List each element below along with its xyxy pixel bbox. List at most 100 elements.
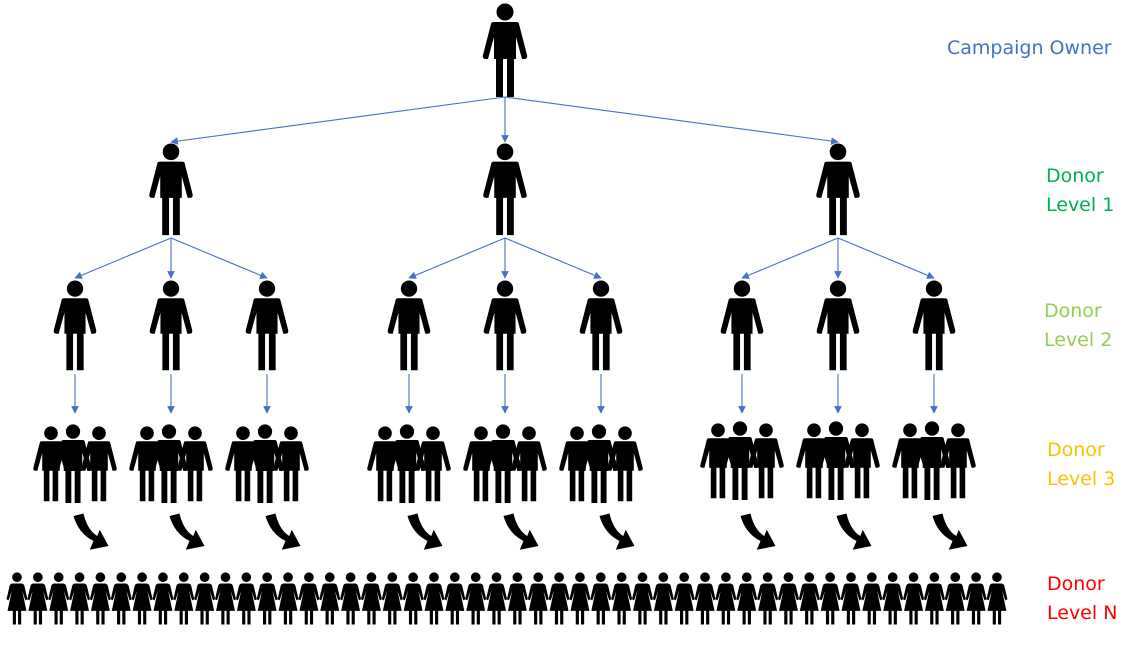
campaign-owner-label: Campaign Owner (947, 34, 1112, 63)
person-icon (720, 280, 764, 371)
crowd-icon (444, 572, 466, 625)
group-icon (748, 423, 784, 499)
crowd-icon (882, 572, 904, 625)
crowd-icon (298, 572, 320, 625)
crowd-icon (736, 572, 758, 625)
level-1-line-1: Donor (1046, 165, 1104, 187)
level-1-to-level-2-arrow (741, 237, 839, 279)
crowd-icon (423, 572, 445, 625)
curved-arrow-icon (503, 513, 539, 550)
donor-level-2-label: Donor Level 2 (1044, 297, 1112, 355)
crowd-icon (6, 572, 28, 625)
owner-to-level-1-arrow (504, 96, 839, 145)
level-3-line-1: Donor (1047, 439, 1105, 461)
person-icon (816, 143, 860, 236)
crowd-icon (173, 572, 195, 625)
crowd-icon (632, 572, 653, 625)
crowd-icon (194, 572, 216, 625)
person-icon (483, 143, 527, 236)
level-1-to-level-2-arrow (504, 237, 602, 279)
level-n-line-2: Level N (1047, 602, 1118, 624)
donor-level-3-label: Donor Level 3 (1047, 436, 1115, 494)
crowd-icon (673, 572, 695, 625)
level-n-line-1: Donor (1047, 573, 1105, 595)
crowd-icon (215, 572, 236, 625)
crowd-icon (360, 572, 382, 625)
person-icon (912, 280, 956, 371)
crowd-icon (486, 572, 508, 625)
crowd-icon (569, 572, 591, 625)
person-icon (245, 280, 289, 371)
person-icon (482, 3, 528, 97)
group-icon (81, 426, 117, 502)
group-icon (415, 426, 451, 502)
group-icon (511, 426, 547, 502)
level-3-line-2: Level 3 (1047, 468, 1116, 490)
group-icon (559, 426, 595, 502)
crowd-icon (590, 572, 612, 625)
level-2-line-2: Level 2 (1044, 329, 1113, 351)
curved-arrow-icon (599, 513, 635, 550)
level-1-to-level-2-arrow (74, 237, 172, 279)
crowd-icon (256, 572, 278, 625)
crowd-icon (381, 572, 403, 625)
crowd-icon (110, 572, 132, 625)
level-1-to-level-2-arrow (408, 237, 506, 279)
campaign-owner-text: Campaign Owner (947, 37, 1112, 59)
crowd-icon (152, 572, 174, 625)
crowd-icon (340, 572, 362, 625)
crowd-icon (277, 572, 299, 625)
crowd-icon (89, 572, 111, 625)
crowd-icon (965, 572, 987, 625)
group-icon (367, 426, 403, 502)
crowd-icon (465, 572, 487, 625)
level-1-to-level-2-arrow (170, 237, 268, 279)
crowd-icon (235, 572, 257, 625)
crowd-icon (48, 572, 70, 625)
crowd-icon (506, 572, 528, 625)
curved-arrow-icon (740, 513, 776, 550)
group-icon (892, 423, 928, 499)
crowd-icon (652, 572, 674, 625)
person-icon (387, 280, 431, 371)
person-icon (149, 143, 193, 236)
person-icon (579, 280, 623, 371)
group-icon (177, 426, 213, 502)
crowd-icon (402, 572, 424, 625)
crowd-icon (548, 572, 570, 625)
figures-layer (6, 3, 1008, 625)
connector-lines (71, 96, 938, 414)
crowd-icon (944, 572, 966, 625)
crowd-icon (861, 572, 883, 625)
crowd-icon (131, 572, 153, 625)
crowd-icon (819, 572, 841, 625)
crowd-icon (694, 572, 716, 625)
crowd-icon (986, 572, 1008, 625)
group-icon (796, 423, 832, 499)
group-icon (844, 423, 880, 499)
group-icon (33, 426, 69, 502)
crowd-icon (527, 572, 549, 625)
crowd-icon (319, 572, 341, 625)
group-icon (129, 426, 165, 502)
curved-arrow-icon (932, 513, 968, 550)
crowd-icon (903, 572, 925, 625)
crowd-icon (798, 572, 820, 625)
group-icon (607, 426, 643, 502)
crowd-icon (715, 572, 737, 625)
person-icon (53, 280, 97, 371)
crowd-icon (69, 572, 91, 625)
group-icon (225, 426, 261, 502)
level-1-to-level-2-arrow (837, 237, 935, 279)
person-icon (816, 280, 860, 371)
group-icon (700, 423, 736, 499)
crowd-icon (840, 572, 862, 625)
group-icon (940, 423, 976, 499)
person-icon (149, 280, 193, 371)
crowd-icon (777, 572, 799, 625)
curved-arrow-icon (169, 513, 205, 550)
donor-level-n-label: Donor Level N (1047, 570, 1117, 628)
curved-arrow-icon (407, 513, 443, 550)
crowd-icon (611, 572, 633, 625)
